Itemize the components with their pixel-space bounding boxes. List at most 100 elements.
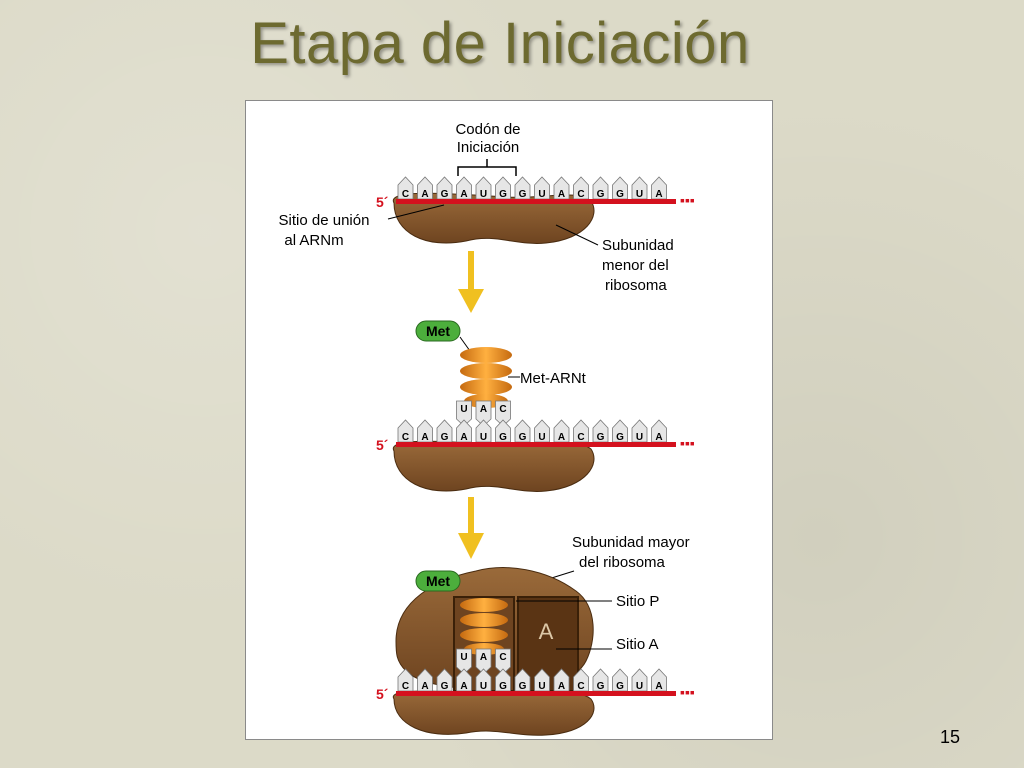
base-letter: G [499,189,507,200]
anticodon-letter: A [480,652,487,663]
base-letter: C [402,432,409,443]
base-letter: G [519,432,527,443]
base-letter: C [577,432,584,443]
small-subunit-3 [392,690,595,736]
anticodon-base-shape [456,400,472,427]
base-letter: G [441,189,449,200]
base-letter: A [421,432,428,443]
five-prime-2: 5´ [376,437,389,453]
base-letter: U [636,189,643,200]
base-letter: U [636,681,643,692]
base-letter: G [441,681,449,692]
site-a-label: Sitio A [616,636,659,653]
codon-bracket [457,166,517,176]
base-letter: G [597,432,605,443]
base-letter: G [616,189,624,200]
mrna-dots: ▪▪▪ [680,192,695,208]
anticodon-letter: A [480,404,487,415]
base-letter: G [499,432,507,443]
base-letter: U [480,432,487,443]
page-number: 15 [939,727,961,747]
base-letter: U [480,681,487,692]
anticodon-base-shape [475,648,492,675]
small-subunit-2 [392,440,595,492]
codon-label-line1: Codón de [455,121,520,138]
anticodon-base-shape [475,400,492,427]
down-arrow-1 [458,251,484,313]
trna-label: Met-ARNt [520,370,587,387]
base-letter: U [480,189,487,200]
codon-label-line2: Iniciación [457,139,520,156]
binding-site-line2: al ARNm [284,232,343,249]
base-letter: A [655,681,662,692]
trna-helix-2 [460,347,512,408]
anticodon-base-shape [495,400,511,427]
anticodon-letter: U [460,404,467,415]
base-letter: A [558,681,565,692]
base-letter: C [577,189,584,200]
small-subunit-pointer [555,224,599,246]
small-subunit-line2: menor del [602,257,669,274]
base-letter: C [402,681,409,692]
base-letter: A [655,189,662,200]
base-letter: A [460,189,467,200]
base-letter: A [421,189,428,200]
binding-site-pointer [387,204,445,220]
met-link-2 [459,336,471,352]
base-letter: A [558,189,565,200]
base-letter: A [421,681,428,692]
base-letter: A [655,432,662,443]
site-a-letter: A [539,619,554,644]
base-letter: G [519,189,527,200]
mrna-strand-stage1 [396,199,676,204]
binding-site-line1: Sitio de unión [279,212,370,229]
mrna-strand-stage2 [396,442,676,447]
base-letter: U [538,681,545,692]
base-letter: G [616,432,624,443]
anticodon-letter: C [499,404,506,415]
base-letter: A [460,432,467,443]
met-label-2: Met [426,323,450,339]
anticodon-letter: C [499,652,506,663]
met-label-3: Met [426,573,450,589]
anticodon-base-shape [495,648,511,675]
base-letter: A [460,681,467,692]
base-letter: U [538,432,545,443]
stage-3: Subunidad mayor del ribosoma A Met U A C S… [376,534,695,736]
base-letter: C [402,189,409,200]
base-letter: U [538,189,545,200]
met-box-3 [415,570,461,592]
base-letter: U [636,432,643,443]
base-letter: A [558,432,565,443]
large-subunit-line2: del ribosoma [579,554,666,571]
base-letter: G [499,681,507,692]
base-letter: G [616,681,624,692]
base-letter: G [597,681,605,692]
five-prime-3: 5´ [376,686,389,702]
large-subunit-line1: Subunidad mayor [572,534,690,551]
mrna-dots-2: ▪▪▪ [680,435,695,451]
anticodon-letter: U [460,652,467,663]
five-prime-1: 5´ [376,194,389,210]
mrna-strand-stage3 [396,691,676,696]
base-letter: C [577,681,584,692]
anticodon-base-shape [456,648,472,675]
site-p-label: Sitio P [616,593,659,610]
met-box-2 [415,320,461,342]
small-subunit-line1: Subunidad [602,237,674,254]
base-letter: G [441,432,449,443]
base-letter: G [519,681,527,692]
down-arrow-2 [458,497,484,559]
slide-title: Etapa de Iniciación [250,11,750,76]
small-subunit-line3: ribosoma [605,277,667,294]
trna-helix-3 [460,598,508,655]
